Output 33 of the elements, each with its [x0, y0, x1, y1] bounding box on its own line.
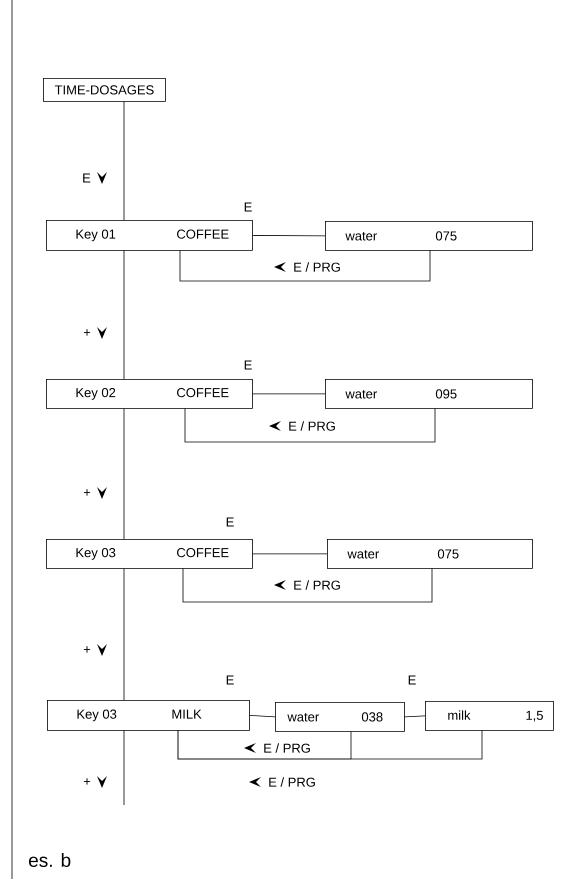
key-letter: E — [408, 676, 416, 684]
display-box: water 075 — [327, 539, 533, 569]
edge-label: E / PRG — [287, 420, 337, 432]
display-box: water 095 — [325, 379, 533, 409]
connector-line — [249, 715, 276, 718]
edge-label: + — [82, 645, 92, 655]
title-box: TIME-DOSAGES — [43, 78, 166, 102]
connector-line — [182, 568, 432, 602]
key-letter: E — [226, 518, 234, 526]
edge-label: E / PRG — [292, 579, 342, 591]
display-box: water 075 — [325, 221, 533, 251]
key-letter: E — [244, 202, 252, 212]
edge-label: + — [82, 488, 92, 498]
edge-label: E / PRG — [267, 776, 317, 788]
key-letter: E — [226, 676, 234, 684]
edge-label: E — [81, 172, 92, 184]
display-box: Key 01 COFFEE — [46, 220, 253, 251]
display-box: Key 02 COFFEE — [46, 379, 253, 409]
caption: es. b — [29, 853, 70, 867]
key-letter: E — [244, 360, 252, 370]
edge-label: E / PRG — [262, 742, 312, 754]
edge-label: + — [82, 777, 92, 787]
connector-line — [184, 408, 436, 442]
connector-line — [404, 716, 426, 718]
display-box: Key 03 MILK — [47, 700, 250, 731]
edge-label: E / PRG — [292, 261, 342, 273]
connector-line — [180, 250, 430, 282]
display-box: water 038 — [275, 702, 405, 732]
display-box: Key 03 COFFEE — [46, 539, 253, 569]
connector-line — [178, 730, 482, 760]
display-box: milk 1,5 — [425, 701, 554, 731]
connector-line — [252, 235, 326, 236]
edge-label: + — [82, 328, 92, 338]
